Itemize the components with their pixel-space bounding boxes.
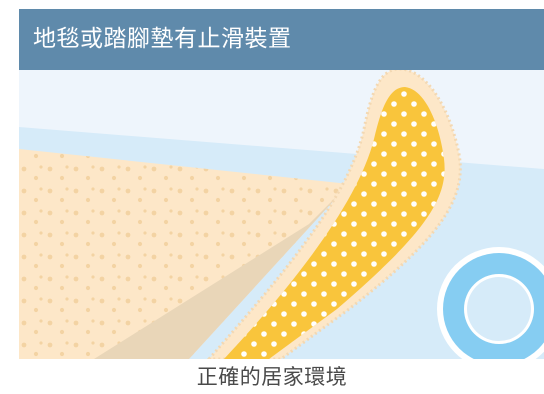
rug-texture bbox=[19, 149, 349, 359]
title-bar: 地毯或踏腳墊有止滑裝置 bbox=[19, 9, 544, 70]
anti-slip-dots bbox=[224, 87, 445, 359]
page-title: 地毯或踏腳墊有止滑裝置 bbox=[33, 26, 292, 52]
caption: 正確的居家環境 bbox=[196, 365, 348, 389]
floor-ring-hole bbox=[467, 277, 531, 341]
illustration-card: 地毯或踏腳墊有止滑裝置 bbox=[19, 9, 544, 359]
